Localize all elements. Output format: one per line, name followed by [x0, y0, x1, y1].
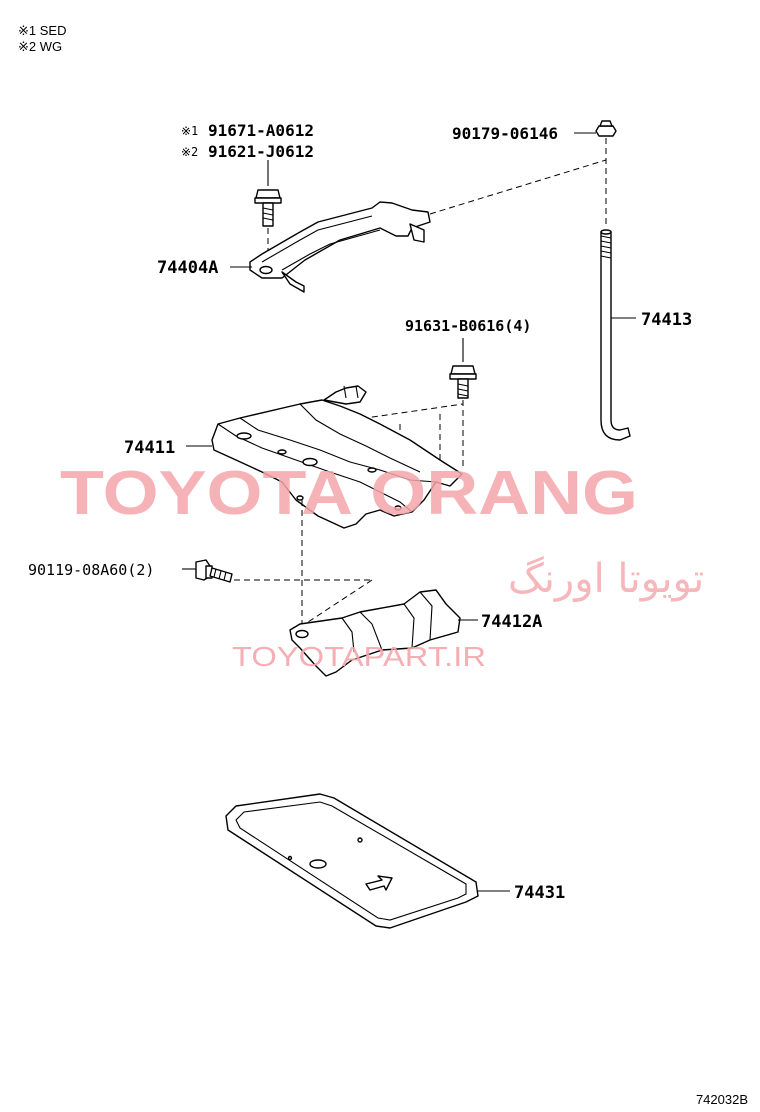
bolt-top-part-number-1[interactable]: 91671-A0612 — [208, 121, 314, 140]
diagram-reference: 742032B — [696, 1092, 748, 1107]
bracket-lower-part-number[interactable]: 74412A — [481, 612, 542, 632]
watermark-farsi: تویوتا اورنگ — [508, 556, 704, 602]
nut-top-part-number[interactable]: 90179-06146 — [452, 124, 558, 143]
tray-part-number[interactable]: 74411 — [124, 438, 175, 458]
rod-drawing — [600, 229, 636, 441]
pad-part-number[interactable]: 74431 — [514, 883, 565, 903]
bolt-top-drawing — [254, 160, 282, 262]
pad-drawing — [225, 793, 510, 929]
bracket-upper-drawing — [249, 159, 607, 293]
nut-top-drawing — [574, 120, 617, 228]
legend-note-1: ※1 SED — [18, 23, 66, 38]
bolt-side-part-number[interactable]: 90119-08A60(2) — [28, 561, 154, 579]
bolt-top-note-2: ※2 — [181, 145, 198, 159]
bracket-upper-part-number[interactable]: 74404A — [157, 258, 218, 278]
bolt-top-part-number-2[interactable]: 91621-J0612 — [208, 142, 314, 161]
rod-part-number[interactable]: 74413 — [641, 310, 692, 330]
legend-note-2: ※2 WG — [18, 39, 62, 54]
bolt-top-note-1: ※1 — [181, 124, 198, 138]
bracket-lower-drawing — [289, 589, 478, 677]
bolt-mid-drawing — [299, 338, 477, 508]
bolt-side-drawing — [182, 559, 373, 627]
tray-drawing — [186, 385, 463, 529]
watermark-url: TOYOTAPART.IR — [232, 641, 486, 672]
bolt-mid-part-number[interactable]: 91631-B0616(4) — [405, 317, 531, 335]
watermark-brand: TOYOTA ORANG — [60, 459, 638, 528]
